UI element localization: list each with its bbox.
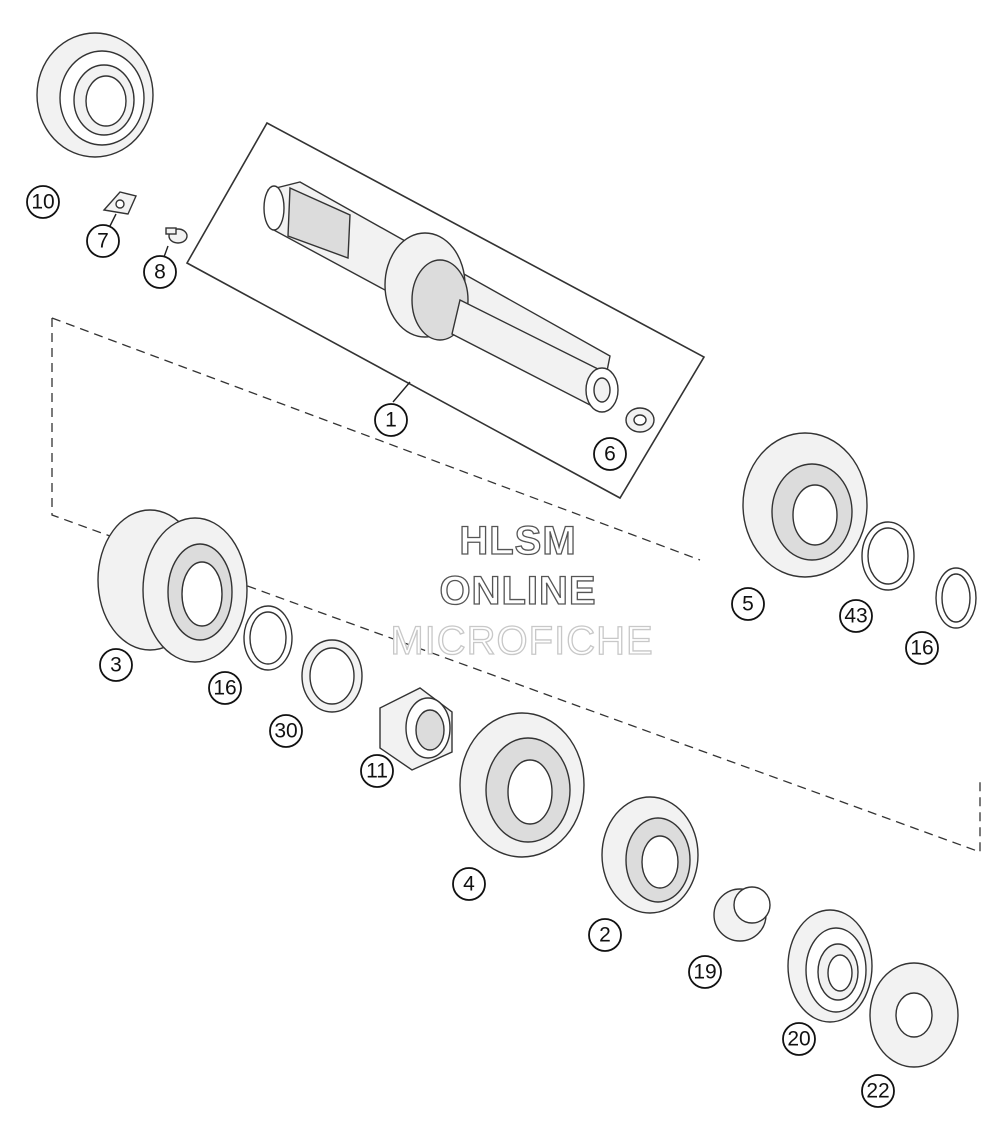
callout-8: 8 (143, 255, 177, 289)
svg-text:6: 6 (604, 443, 616, 466)
gear-part-5 (742, 432, 868, 578)
callout-16-right: 16 (905, 631, 939, 665)
svg-text:19: 19 (693, 961, 716, 984)
svg-text:8: 8 (154, 261, 166, 284)
nut-part-6 (625, 407, 655, 433)
callout-10: 10 (26, 185, 60, 219)
svg-text:43: 43 (844, 605, 867, 628)
shaft-assembly-frame (185, 121, 706, 500)
svg-text:10: 10 (31, 191, 54, 214)
gear-assembly-dashed-top (51, 317, 701, 561)
circlip-part-16-right (935, 567, 977, 629)
needle-bearing-part-11 (379, 687, 453, 771)
callout-20: 20 (782, 1022, 816, 1056)
main-shaft-part-1 (263, 181, 619, 413)
callout-1: 1 (374, 403, 408, 437)
lock-washer-part-7 (102, 191, 137, 215)
shaft-gear-teeth (384, 232, 469, 341)
shim-part-22 (869, 962, 959, 1068)
bush-part-19 (713, 886, 771, 942)
watermark: HLSM ONLINE MICROFICHE (390, 518, 654, 663)
callout-7: 7 (86, 224, 120, 258)
callout-4: 4 (452, 867, 486, 901)
watermark-line-2: ONLINE (439, 569, 596, 613)
gear-assembly-dashed-outline (51, 318, 981, 853)
ring-part-43 (861, 521, 915, 591)
svg-text:7: 7 (97, 230, 109, 253)
svg-text:30: 30 (274, 720, 297, 743)
washer-part-30 (301, 639, 363, 713)
svg-text:1: 1 (385, 409, 397, 432)
double-gear-part-3 (97, 509, 248, 663)
svg-text:2: 2 (599, 924, 611, 947)
callout-6: 6 (593, 437, 627, 471)
svg-text:16: 16 (910, 637, 933, 660)
svg-text:20: 20 (787, 1028, 810, 1051)
callout-2: 2 (588, 918, 622, 952)
svg-text:22: 22 (866, 1080, 889, 1103)
callout-11: 11 (360, 754, 394, 788)
callout-3: 3 (99, 648, 133, 682)
svg-text:3: 3 (110, 654, 122, 677)
watermark-line-1: HLSM (459, 519, 576, 563)
svg-text:16: 16 (213, 677, 236, 700)
svg-text:11: 11 (366, 760, 388, 783)
callout-30: 30 (269, 714, 303, 748)
svg-text:4: 4 (463, 873, 475, 896)
screw-part-8 (165, 227, 188, 244)
watermark-line-3: MICROFICHE (390, 619, 653, 663)
svg-text:5: 5 (742, 593, 754, 616)
gear-part-4 (459, 712, 585, 858)
callout-5: 5 (731, 587, 765, 621)
bearing-part-20 (787, 909, 873, 1023)
callout-19: 19 (688, 955, 722, 989)
callout-43: 43 (839, 599, 873, 633)
callout-16-left: 16 (208, 671, 242, 705)
bearing-part-10 (36, 32, 154, 158)
callout-22: 22 (861, 1074, 895, 1108)
gear-part-2 (601, 796, 699, 914)
circlip-part-16-left (243, 605, 293, 671)
